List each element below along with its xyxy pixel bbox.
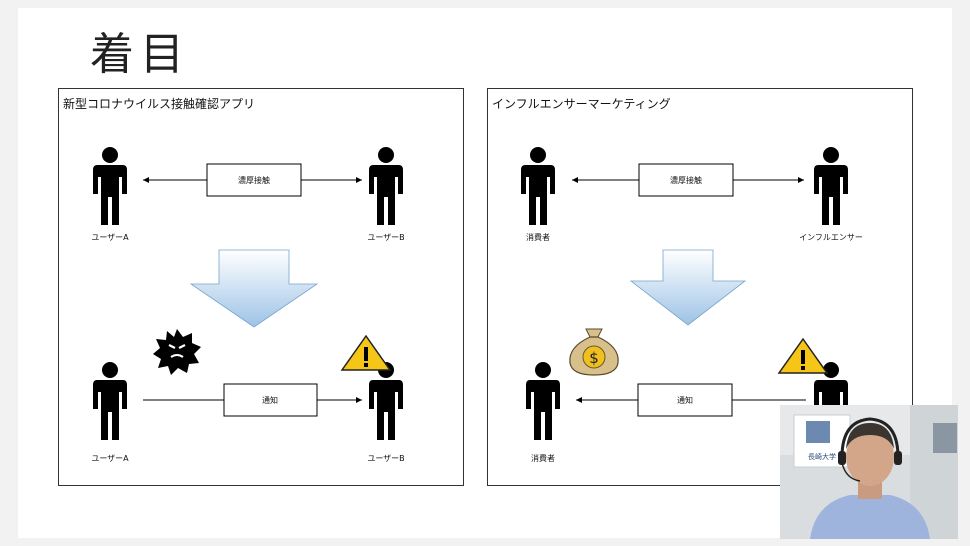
consumer-label: 消費者 <box>531 453 555 463</box>
person-icon <box>369 147 403 225</box>
contact-box <box>206 163 302 197</box>
person-icon <box>526 362 560 440</box>
arrowhead-icon <box>356 397 362 403</box>
notify-box <box>223 383 318 417</box>
presenter-head <box>846 428 894 486</box>
user-b-label: ユーザーB <box>367 233 404 242</box>
slide: 着目 新型コロナウイルス接触確認アプリ ユーザーA ユーザーB <box>18 8 952 538</box>
arrowhead-icon <box>576 397 582 403</box>
left-panel: 新型コロナウイルス接触確認アプリ ユーザーA ユーザーB <box>58 88 464 486</box>
warning-icon <box>777 337 829 374</box>
person-icon <box>93 362 127 440</box>
down-arrow-icon <box>629 249 747 326</box>
down-arrow-icon <box>189 249 319 328</box>
person-icon <box>521 147 555 225</box>
presenter-video-frame: 長崎大学 <box>780 405 958 539</box>
webcam-video: 長崎大学 <box>780 405 958 539</box>
slide-title: 着目 <box>90 29 190 80</box>
wall-poster <box>933 423 957 453</box>
notify-box-label: 通知 <box>262 395 278 405</box>
arrowhead-icon <box>356 177 362 183</box>
virus-icon <box>153 329 201 375</box>
user-a-label: ユーザーA <box>91 233 129 242</box>
person-icon <box>814 147 848 225</box>
left-panel-title: 新型コロナウイルス接触確認アプリ <box>63 97 256 111</box>
right-panel-title: インフルエンサーマーケティング <box>492 97 671 111</box>
svg-text:$: $ <box>589 349 599 367</box>
money-bag-icon: $ <box>569 328 619 376</box>
arrowhead-icon <box>798 177 804 183</box>
warning-icon <box>340 334 392 371</box>
university-sign-text: 長崎大学 <box>808 452 836 461</box>
notify-box-label: 通知 <box>677 395 693 405</box>
contact-box-label: 濃厚接触 <box>670 175 702 185</box>
arrowhead-icon <box>143 177 149 183</box>
person-icon <box>93 147 127 225</box>
influencer-label: インフルエンサー <box>799 233 863 242</box>
headset-icon <box>840 417 900 458</box>
presenter-body <box>810 495 930 539</box>
user-b-label: ユーザーB <box>367 454 404 463</box>
contact-box-label: 濃厚接触 <box>238 175 270 185</box>
arrowhead-icon <box>572 177 578 183</box>
notify-box <box>637 383 733 417</box>
user-a-label: ユーザーA <box>91 454 129 463</box>
person-icon <box>369 362 403 440</box>
contact-box <box>638 163 734 197</box>
right-panel-diagram: 消費者 インフルエンサー 濃厚接触 消費者 通知 $ <box>521 147 863 463</box>
consumer-label: 消費者 <box>526 232 550 242</box>
left-panel-diagram: ユーザーA ユーザーB 濃厚接触 ユーザーA ユーザーB 通知 <box>91 147 405 463</box>
university-logo <box>806 421 830 443</box>
